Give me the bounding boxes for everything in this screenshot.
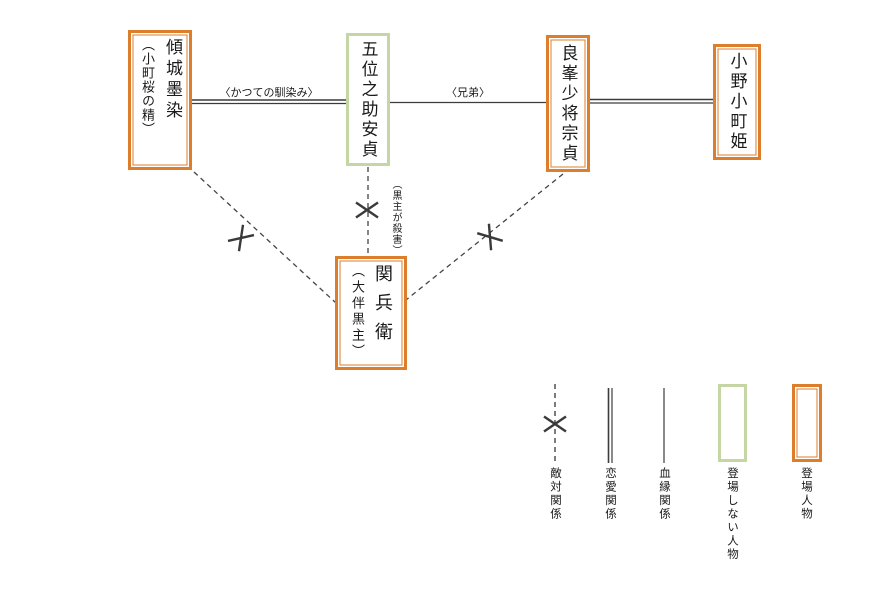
relationship-label-brothers: 〈兄弟〉 bbox=[446, 87, 490, 99]
character-name: 良峯少将宗貞 bbox=[558, 43, 578, 164]
hostility-line-munesada-sekibei bbox=[405, 173, 564, 301]
romance-line-sumizome-yasusada bbox=[192, 99, 346, 105]
legend-romance-symbol bbox=[607, 388, 613, 463]
legend-non-appearing-box-symbol bbox=[718, 384, 747, 462]
romance-line-munesada-komachi bbox=[590, 98, 713, 104]
hostility-line-sumizome-sekibei bbox=[193, 171, 337, 304]
character-subname: （大伴黒主） bbox=[350, 264, 365, 360]
character-name: 関兵衛 bbox=[373, 264, 393, 351]
character-box-keisei-sumizome: 傾城墨染 （小町桜の精） bbox=[128, 30, 192, 170]
character-box-sekibei: 関兵衛 （大伴黒主） bbox=[335, 256, 407, 370]
character-name: 小野小町姫 bbox=[727, 52, 747, 152]
character-box-yoshimine-munesada: 良峯少将宗貞 bbox=[546, 35, 590, 172]
character-box-ono-komachi-hime: 小野小町姫 bbox=[713, 44, 761, 160]
relationship-label-killed-by-kuronushi: （黒主が殺害） bbox=[390, 179, 401, 256]
legend-label-appearing: 登場人物 bbox=[800, 467, 812, 521]
character-name: 五位之助安貞 bbox=[358, 39, 378, 160]
legend-label-non-appearing: 登場しない人物 bbox=[726, 467, 738, 562]
character-subname: （小町桜の精） bbox=[140, 38, 155, 136]
character-box-goinosuke-yasusada: 五位之助安貞 bbox=[346, 33, 390, 166]
legend-appearing-box-symbol bbox=[792, 384, 822, 462]
hostility-x-icon-right bbox=[476, 223, 504, 251]
legend-label-hostility: 敵対関係 bbox=[549, 467, 561, 521]
legend-hostility-symbol bbox=[543, 384, 567, 462]
legend-label-romance: 恋愛関係 bbox=[604, 467, 616, 521]
character-name: 傾城墨染 bbox=[163, 38, 182, 122]
legend-label-blood-relation: 血縁関係 bbox=[658, 467, 670, 521]
relationship-label-former-intimacy: 〈かつての馴染み〉 bbox=[219, 87, 319, 99]
hostility-x-icon-middle bbox=[355, 201, 379, 219]
hostility-x-icon-left bbox=[227, 224, 255, 252]
